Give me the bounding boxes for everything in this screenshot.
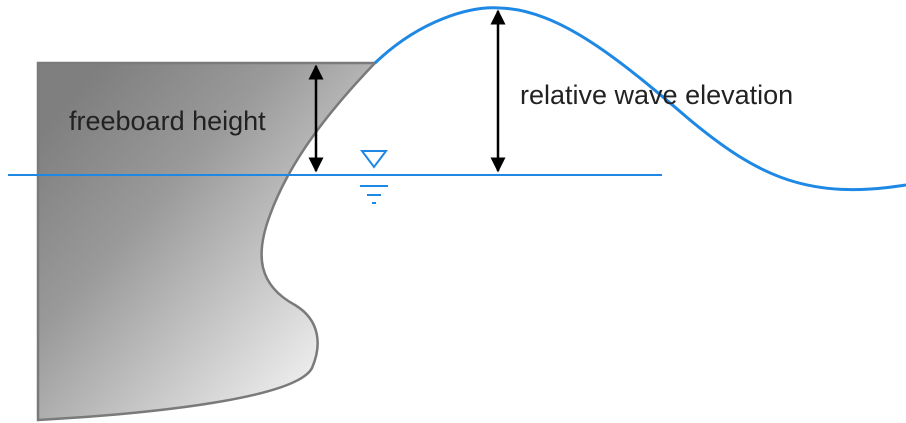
relative-wave-elevation-label: relative wave elevation	[520, 80, 793, 110]
water-level-triangle-icon	[360, 150, 388, 204]
freeboard-height-label: freeboard height	[69, 106, 266, 136]
wave-profile	[373, 6, 906, 192]
ship-hull	[36, 61, 378, 422]
